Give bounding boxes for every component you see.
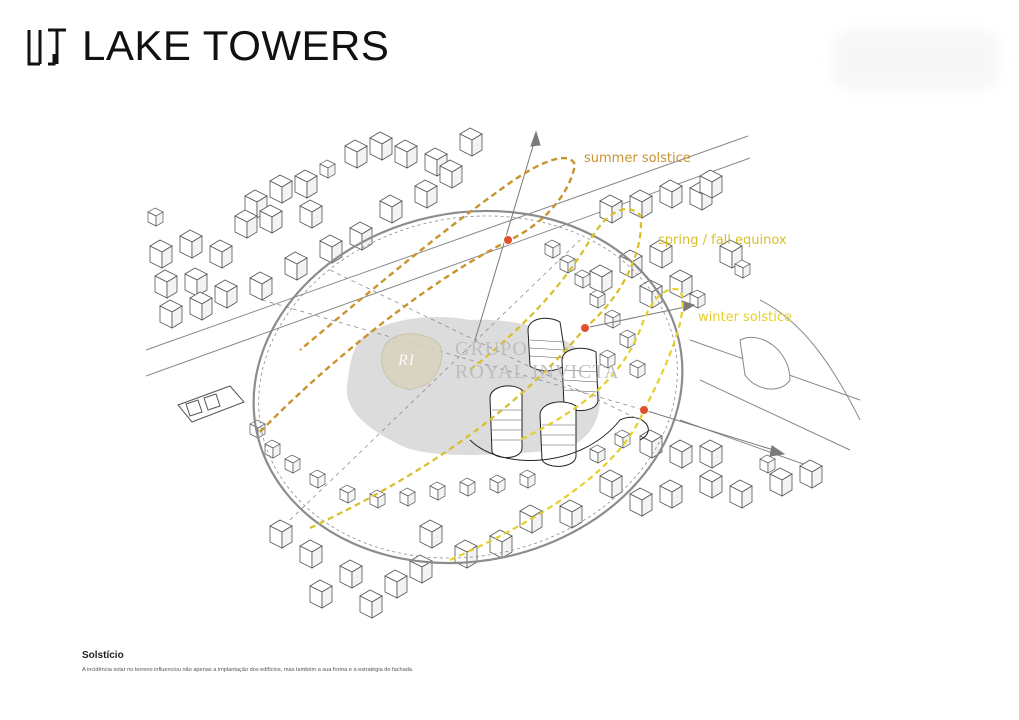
equinox-path — [309, 208, 642, 529]
project-title: LAKE TOWERS — [82, 22, 390, 69]
equinox-sun-marker — [580, 323, 590, 333]
caption-body: A incidência solar no terreno influencio… — [82, 667, 414, 673]
summer-sun-marker — [503, 235, 513, 245]
winter-solstice-label: winter solstice — [698, 310, 792, 325]
winter-sun-marker — [639, 405, 649, 415]
guide-lines — [261, 239, 645, 521]
watermark-monogram: RI — [397, 352, 415, 369]
summer-solstice-path — [259, 156, 577, 433]
sun-direction-arrows — [474, 130, 786, 457]
equinox-label: spring / fall equinox — [658, 233, 787, 248]
watermark-line2: ROYAL INVICTA — [455, 361, 620, 383]
horizon-ellipse — [252, 209, 684, 565]
winter-solstice-path — [449, 287, 684, 562]
context-buildings — [147, 127, 823, 619]
sun-position-markers — [503, 235, 649, 415]
lake-towers-buildings — [469, 317, 649, 467]
brand-logo: LAKE TOWERS — [26, 22, 389, 70]
caption-title: Solstício — [82, 650, 124, 661]
blurred-corner-mark — [832, 28, 1000, 92]
watermark-line1: GRUPO — [455, 338, 528, 360]
ltj-monogram-icon — [27, 28, 66, 66]
grupo-royal-invicta-watermark: RI GRUPO ROYAL INVICTA — [381, 333, 620, 391]
summer-solstice-label: summer solstice — [584, 151, 691, 166]
